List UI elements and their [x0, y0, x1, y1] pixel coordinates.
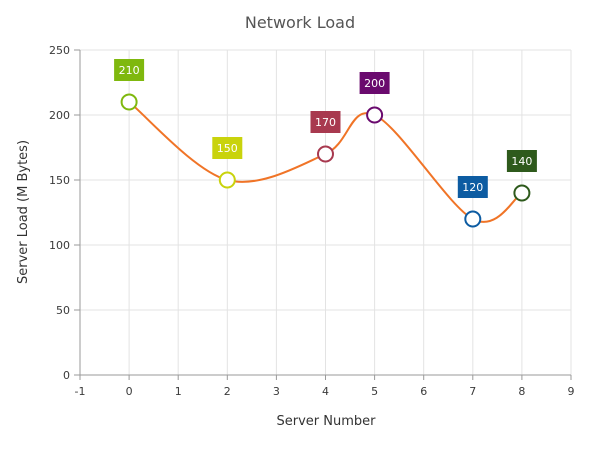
x-tick-label: 8: [518, 385, 525, 398]
y-axis-title: Server Load (M Bytes): [16, 140, 31, 284]
x-tick-label: 6: [420, 385, 427, 398]
y-tick-label: 100: [49, 239, 70, 252]
data-label: 150: [217, 142, 238, 155]
data-point-marker: [513, 184, 531, 202]
label-layer: 210 150 170 200 120 140: [114, 59, 537, 198]
data-label: 140: [511, 155, 532, 168]
data-label-box: [212, 137, 243, 159]
x-tick-label: 2: [224, 385, 231, 398]
chart-title: Network Load: [245, 13, 355, 32]
data-label-box: [310, 111, 341, 133]
marker-layer: [120, 93, 531, 228]
axis-layer: -1 0 1 2 3 4 5 6 7 8 9 0 50 100 150 200 250: [49, 44, 575, 398]
x-tick-label: 9: [568, 385, 575, 398]
data-point-marker: [218, 171, 236, 189]
y-tick-label: 50: [56, 304, 70, 317]
data-label: 200: [364, 77, 385, 90]
x-tick-label: 5: [371, 385, 378, 398]
data-label-box: [506, 150, 537, 172]
y-tick-label: 0: [63, 369, 70, 382]
data-label: 210: [119, 64, 140, 77]
x-tick-label: 4: [322, 385, 329, 398]
x-tick-label: -1: [75, 385, 86, 398]
y-tick-label: 150: [49, 174, 70, 187]
x-tick-label: 1: [175, 385, 182, 398]
data-point-marker: [366, 106, 384, 124]
data-point-marker: [317, 145, 334, 163]
grid-layer: [80, 49, 572, 375]
x-axis-title: Server Number: [277, 414, 377, 429]
y-tick-label: 200: [49, 109, 70, 122]
y-tick-label: 250: [49, 44, 70, 57]
x-tick-label: 7: [469, 385, 476, 398]
x-tick-label: 0: [126, 385, 133, 398]
data-label: 170: [315, 116, 336, 129]
data-label: 120: [462, 181, 483, 194]
x-tick-label: 3: [273, 385, 280, 398]
data-label-box: [457, 176, 488, 198]
data-label-box: [114, 59, 145, 81]
data-point-marker: [120, 93, 138, 111]
data-label-box: [359, 72, 390, 94]
data-point-marker: [464, 210, 482, 228]
